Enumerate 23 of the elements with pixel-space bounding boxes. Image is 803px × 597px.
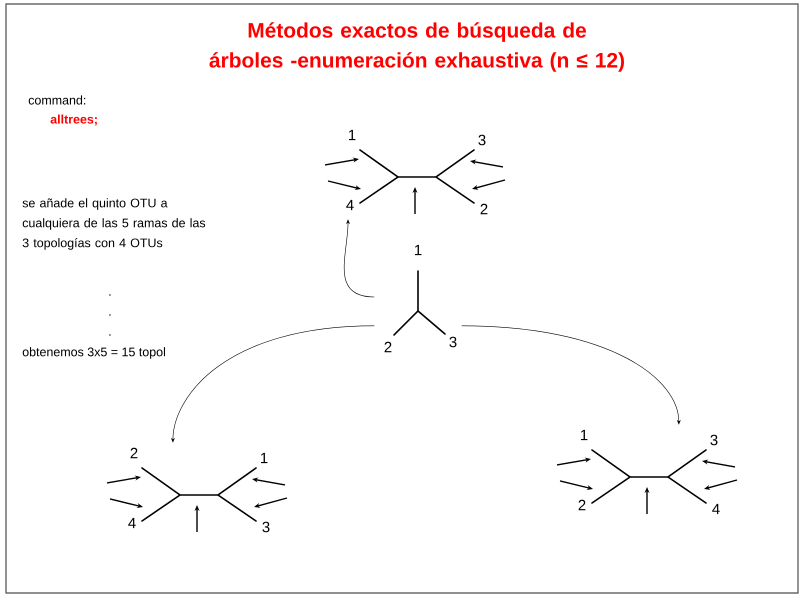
ellipsis-dot: . xyxy=(109,334,111,336)
leaf-label: 3 xyxy=(710,434,718,446)
command-code: alltrees; xyxy=(50,114,97,126)
title: Métodos exactos de búsqueda de árboles -enumeración exhaustiva (n ≤ 12) xyxy=(210,22,624,72)
leaf-label: 4 xyxy=(346,200,354,210)
note-text: obtenemos 3x5 = 15 topol xyxy=(22,347,166,359)
leaf-label: 3 xyxy=(262,522,270,532)
leaf-label: 4 xyxy=(712,504,720,514)
leaf-label: 2 xyxy=(578,500,586,510)
leaf-label: 1 xyxy=(415,244,422,256)
leaf-label: 2 xyxy=(130,448,138,458)
leaf-label: 1 xyxy=(349,130,356,140)
leaf-label: 2 xyxy=(480,204,488,214)
leaf-label: 1 xyxy=(261,452,268,464)
leaf-label: 2 xyxy=(384,342,392,352)
leaf-label: 3 xyxy=(478,134,486,146)
note-text: se añade el quinto OTU a cualquiera de las 5 ramas de las 3 topologías con 4 OTUs xyxy=(22,198,206,250)
leaf-label: 4 xyxy=(128,518,136,528)
command-text: command: xyxy=(28,95,86,105)
leaf-label: 3 xyxy=(449,336,456,348)
ellipsis-dot: . xyxy=(109,314,111,316)
ellipsis-dot: . xyxy=(109,294,111,296)
leaf-label: 1 xyxy=(581,430,588,440)
